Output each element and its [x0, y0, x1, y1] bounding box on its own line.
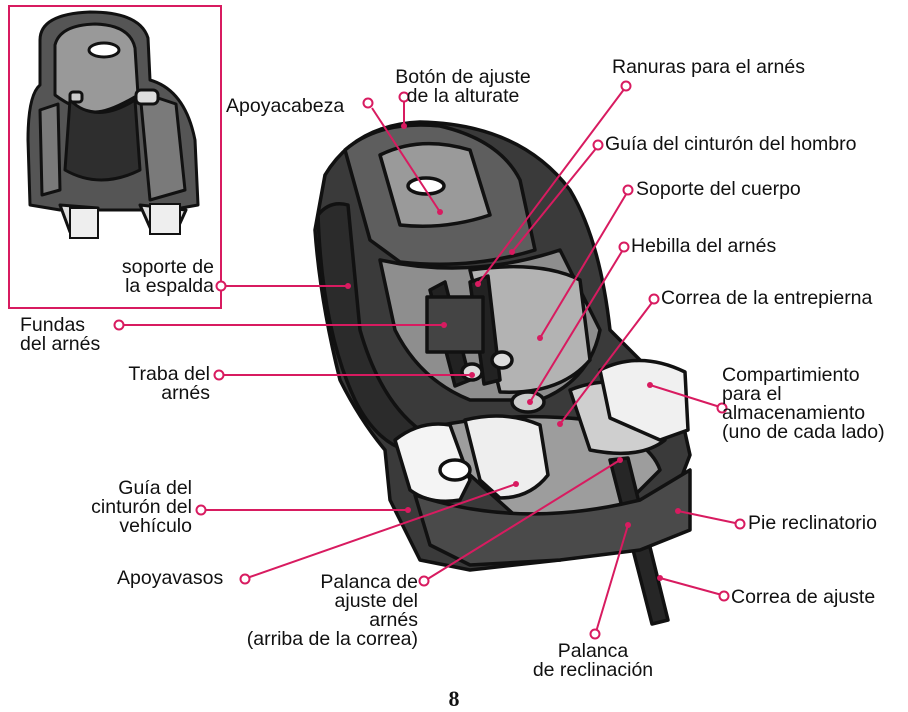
- label-line: soporte de: [121, 256, 214, 278]
- label-line: Palanca: [557, 640, 629, 662]
- seat-main: [313, 120, 692, 626]
- label-palanca-ajuste: Palanca de ajuste del arnés (arriba de l…: [210, 571, 418, 650]
- leader-hebilla: [529, 247, 625, 403]
- label-line: Fundas: [20, 314, 86, 336]
- leader-palanca-ajuste: [425, 459, 621, 581]
- label-line: cinturón del: [91, 496, 192, 518]
- leader-endpoints: [113, 80, 746, 640]
- label-correa-ajuste: Correa de ajuste: [731, 586, 876, 608]
- label-line: arnés: [161, 382, 210, 404]
- label-ranuras: Ranuras para el arnés: [612, 56, 805, 78]
- label-line: de reclinación: [532, 659, 654, 681]
- label-apoyacabeza: Apoyacabeza: [226, 95, 345, 117]
- inset-seat-back: [26, 10, 200, 234]
- label-soporte-espalda: soporte de la espalda: [100, 256, 214, 297]
- label-line: para el: [722, 383, 782, 405]
- label-line: Compartimiento: [722, 364, 860, 386]
- label-soporte-cuerpo: Soporte del cuerpo: [636, 178, 801, 200]
- label-apoyavasos: Apoyavasos: [117, 567, 224, 589]
- leader-apoyacabeza: [371, 107, 441, 213]
- label-line: del arnés: [20, 333, 101, 355]
- label-line: (arriba de la correa): [246, 628, 418, 650]
- leader-ranuras: [477, 87, 626, 285]
- label-line: (uno de cada lado): [722, 421, 885, 443]
- label-line: vehículo: [119, 515, 192, 537]
- label-guia-hombro: Guía del cinturón del hombro: [605, 133, 857, 155]
- label-line: Palanca de: [320, 571, 418, 593]
- label-line: la espalda: [125, 275, 214, 297]
- leader-correa-ajuste: [659, 577, 723, 596]
- label-line: Botón de ajuste: [395, 66, 531, 88]
- label-traba: Traba del arnés: [100, 363, 210, 404]
- label-line: Traba del: [128, 363, 210, 385]
- label-boton-ajuste: Botón de ajuste de la alturate: [388, 66, 538, 107]
- inset-legs: [69, 203, 181, 239]
- label-hebilla: Hebilla del arnés: [631, 235, 777, 257]
- leader-soporte-cuerpo: [539, 190, 629, 339]
- label-correa-entrepierna: Correa de la entrepierna: [661, 287, 873, 309]
- leader-correa-entrepierna: [559, 299, 655, 425]
- leader-compartimiento: [649, 384, 721, 408]
- page-number: 8: [448, 686, 460, 711]
- label-line: arnés: [369, 609, 418, 631]
- leader-guia-hombro: [511, 145, 599, 253]
- leader-dots: [345, 123, 681, 581]
- label-line: de la alturate: [406, 85, 520, 107]
- leader-pie-reclinatorio: [677, 510, 741, 525]
- label-fundas: Fundas del arnés: [20, 314, 101, 355]
- label-compartimiento: Compartimiento para el almacenamiento (u…: [722, 364, 885, 443]
- leader-lines: [122, 87, 741, 633]
- label-line: Guía del: [118, 477, 192, 499]
- label-pie-reclinatorio: Pie reclinatorio: [748, 512, 877, 534]
- label-line: ajuste del: [334, 590, 418, 612]
- label-line: almacenamiento: [722, 402, 866, 424]
- leader-palanca-reclinacion: [595, 524, 629, 633]
- label-guia-vehiculo: Guía del cinturón del vehículo: [60, 477, 192, 537]
- label-palanca-reclinacion: Palanca de reclinación: [508, 640, 678, 681]
- leader-apoyavasos: [246, 483, 517, 579]
